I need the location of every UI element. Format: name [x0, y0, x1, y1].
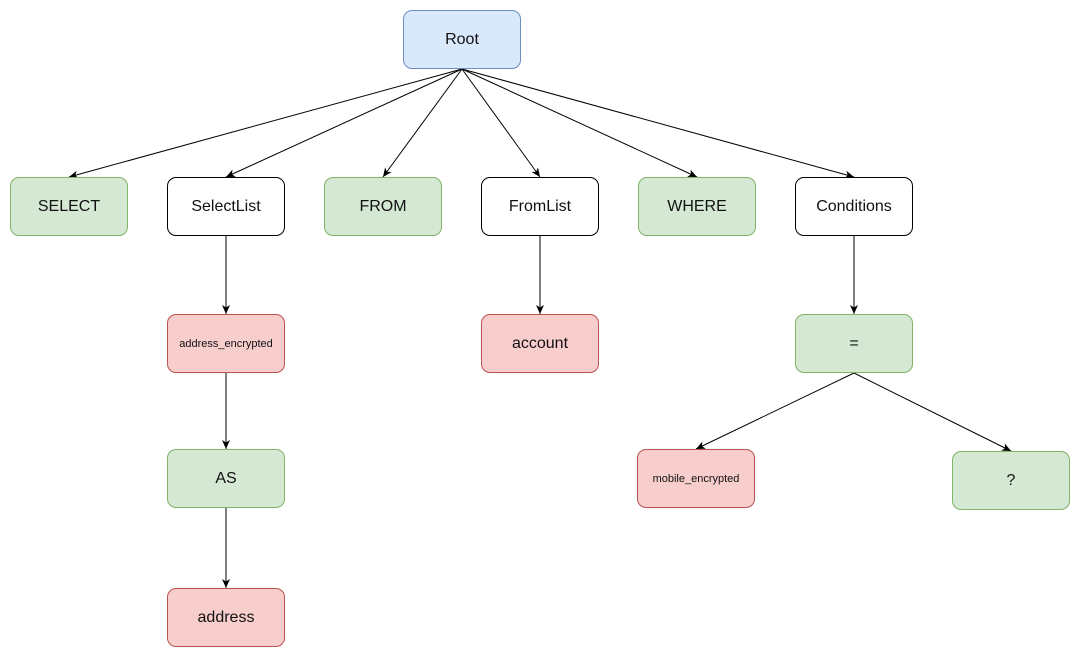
mobile-encrypted-column-node: mobile_encrypted [637, 449, 755, 508]
select-list-node: SelectList [167, 177, 285, 236]
edge-root-to-select [68, 68, 463, 179]
edge-root-to-conditions [461, 68, 855, 179]
as-keyword-node: AS [167, 449, 285, 508]
edge-root-to-from_list [461, 68, 541, 178]
edge-equals-to-mobile_encrypted [695, 372, 855, 450]
edge-equals-to-param [853, 372, 1012, 452]
account-table-node: account [481, 314, 599, 373]
conditions-node: Conditions [795, 177, 913, 236]
from-keyword-node: FROM [324, 177, 442, 236]
from-list-node: FromList [481, 177, 599, 236]
address-alias-node: address [167, 588, 285, 647]
select-keyword-node: SELECT [10, 177, 128, 236]
edge-root-to-from [382, 68, 463, 178]
root-node: Root [403, 10, 521, 69]
equals-operator-node: = [795, 314, 913, 373]
edge-root-to-select_list [225, 68, 463, 178]
parameter-placeholder-node: ? [952, 451, 1070, 510]
edge-root-to-where [461, 68, 698, 178]
where-keyword-node: WHERE [638, 177, 756, 236]
address-encrypted-column-node: address_encrypted [167, 314, 285, 373]
